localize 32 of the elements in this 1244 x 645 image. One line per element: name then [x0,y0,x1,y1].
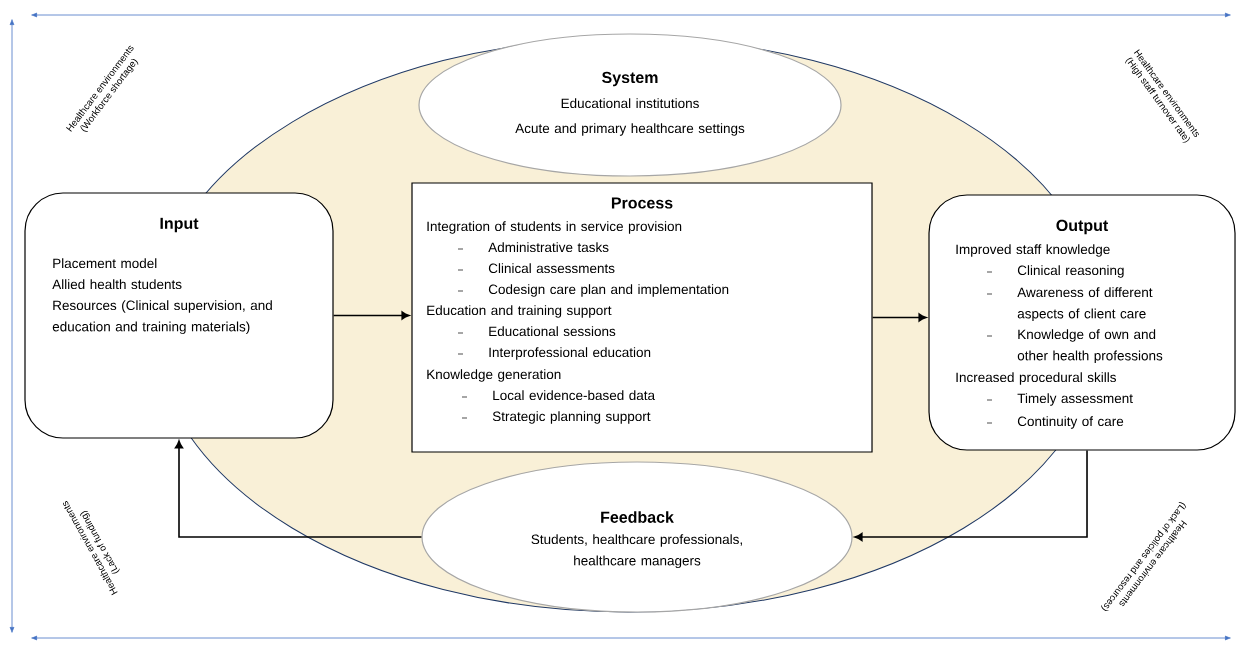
list-item: Administrative tasks [488,242,609,253]
list-item: Allied health students [52,279,182,290]
list-item: Awareness of different aspects of client care [1017,287,1153,322]
list-item: Clinical assessments [488,263,615,274]
list-item: Resources (Clinical supervision, and education and training materials) [52,300,272,335]
arrow [871,313,927,322]
box-heading: Process [611,197,673,209]
list-item: Improved staff knowledge [956,244,1110,257]
list-item: Knowledge of own and other health professions [1017,329,1163,364]
body-text: Educational institutions [561,98,699,109]
box-heading: System [602,71,658,87]
list-item: Timely assessment [1017,393,1133,406]
list-item: Education and training support [427,305,612,318]
box-heading: Output [1056,219,1109,235]
list-item: Educational sessions [489,326,616,337]
arrow [332,311,410,320]
list-item: Codesign care plan and implementation [488,284,729,297]
list-item: Interprofessional education [489,347,651,360]
list-item: Local evidence-based data [493,390,656,401]
box-heading: Input [160,217,199,233]
list-item: Strategic planning support [492,411,651,424]
list-item: Knowledge generation [427,369,561,382]
list-item: Increased procedural skills [956,372,1116,385]
list-item: Integration of students in service provision [427,221,682,234]
list-item: Placement model [53,258,157,269]
body-text: Acute and primary healthcare settings [515,123,745,136]
box-heading: Feedback [601,511,674,523]
body-text: Students, healthcare professionals, healthcare managers [531,534,742,569]
arrow [854,449,1088,542]
list-item: Continuity of care [1017,416,1124,429]
list-item: Clinical reasoning [1017,265,1124,278]
arrow [174,440,423,538]
